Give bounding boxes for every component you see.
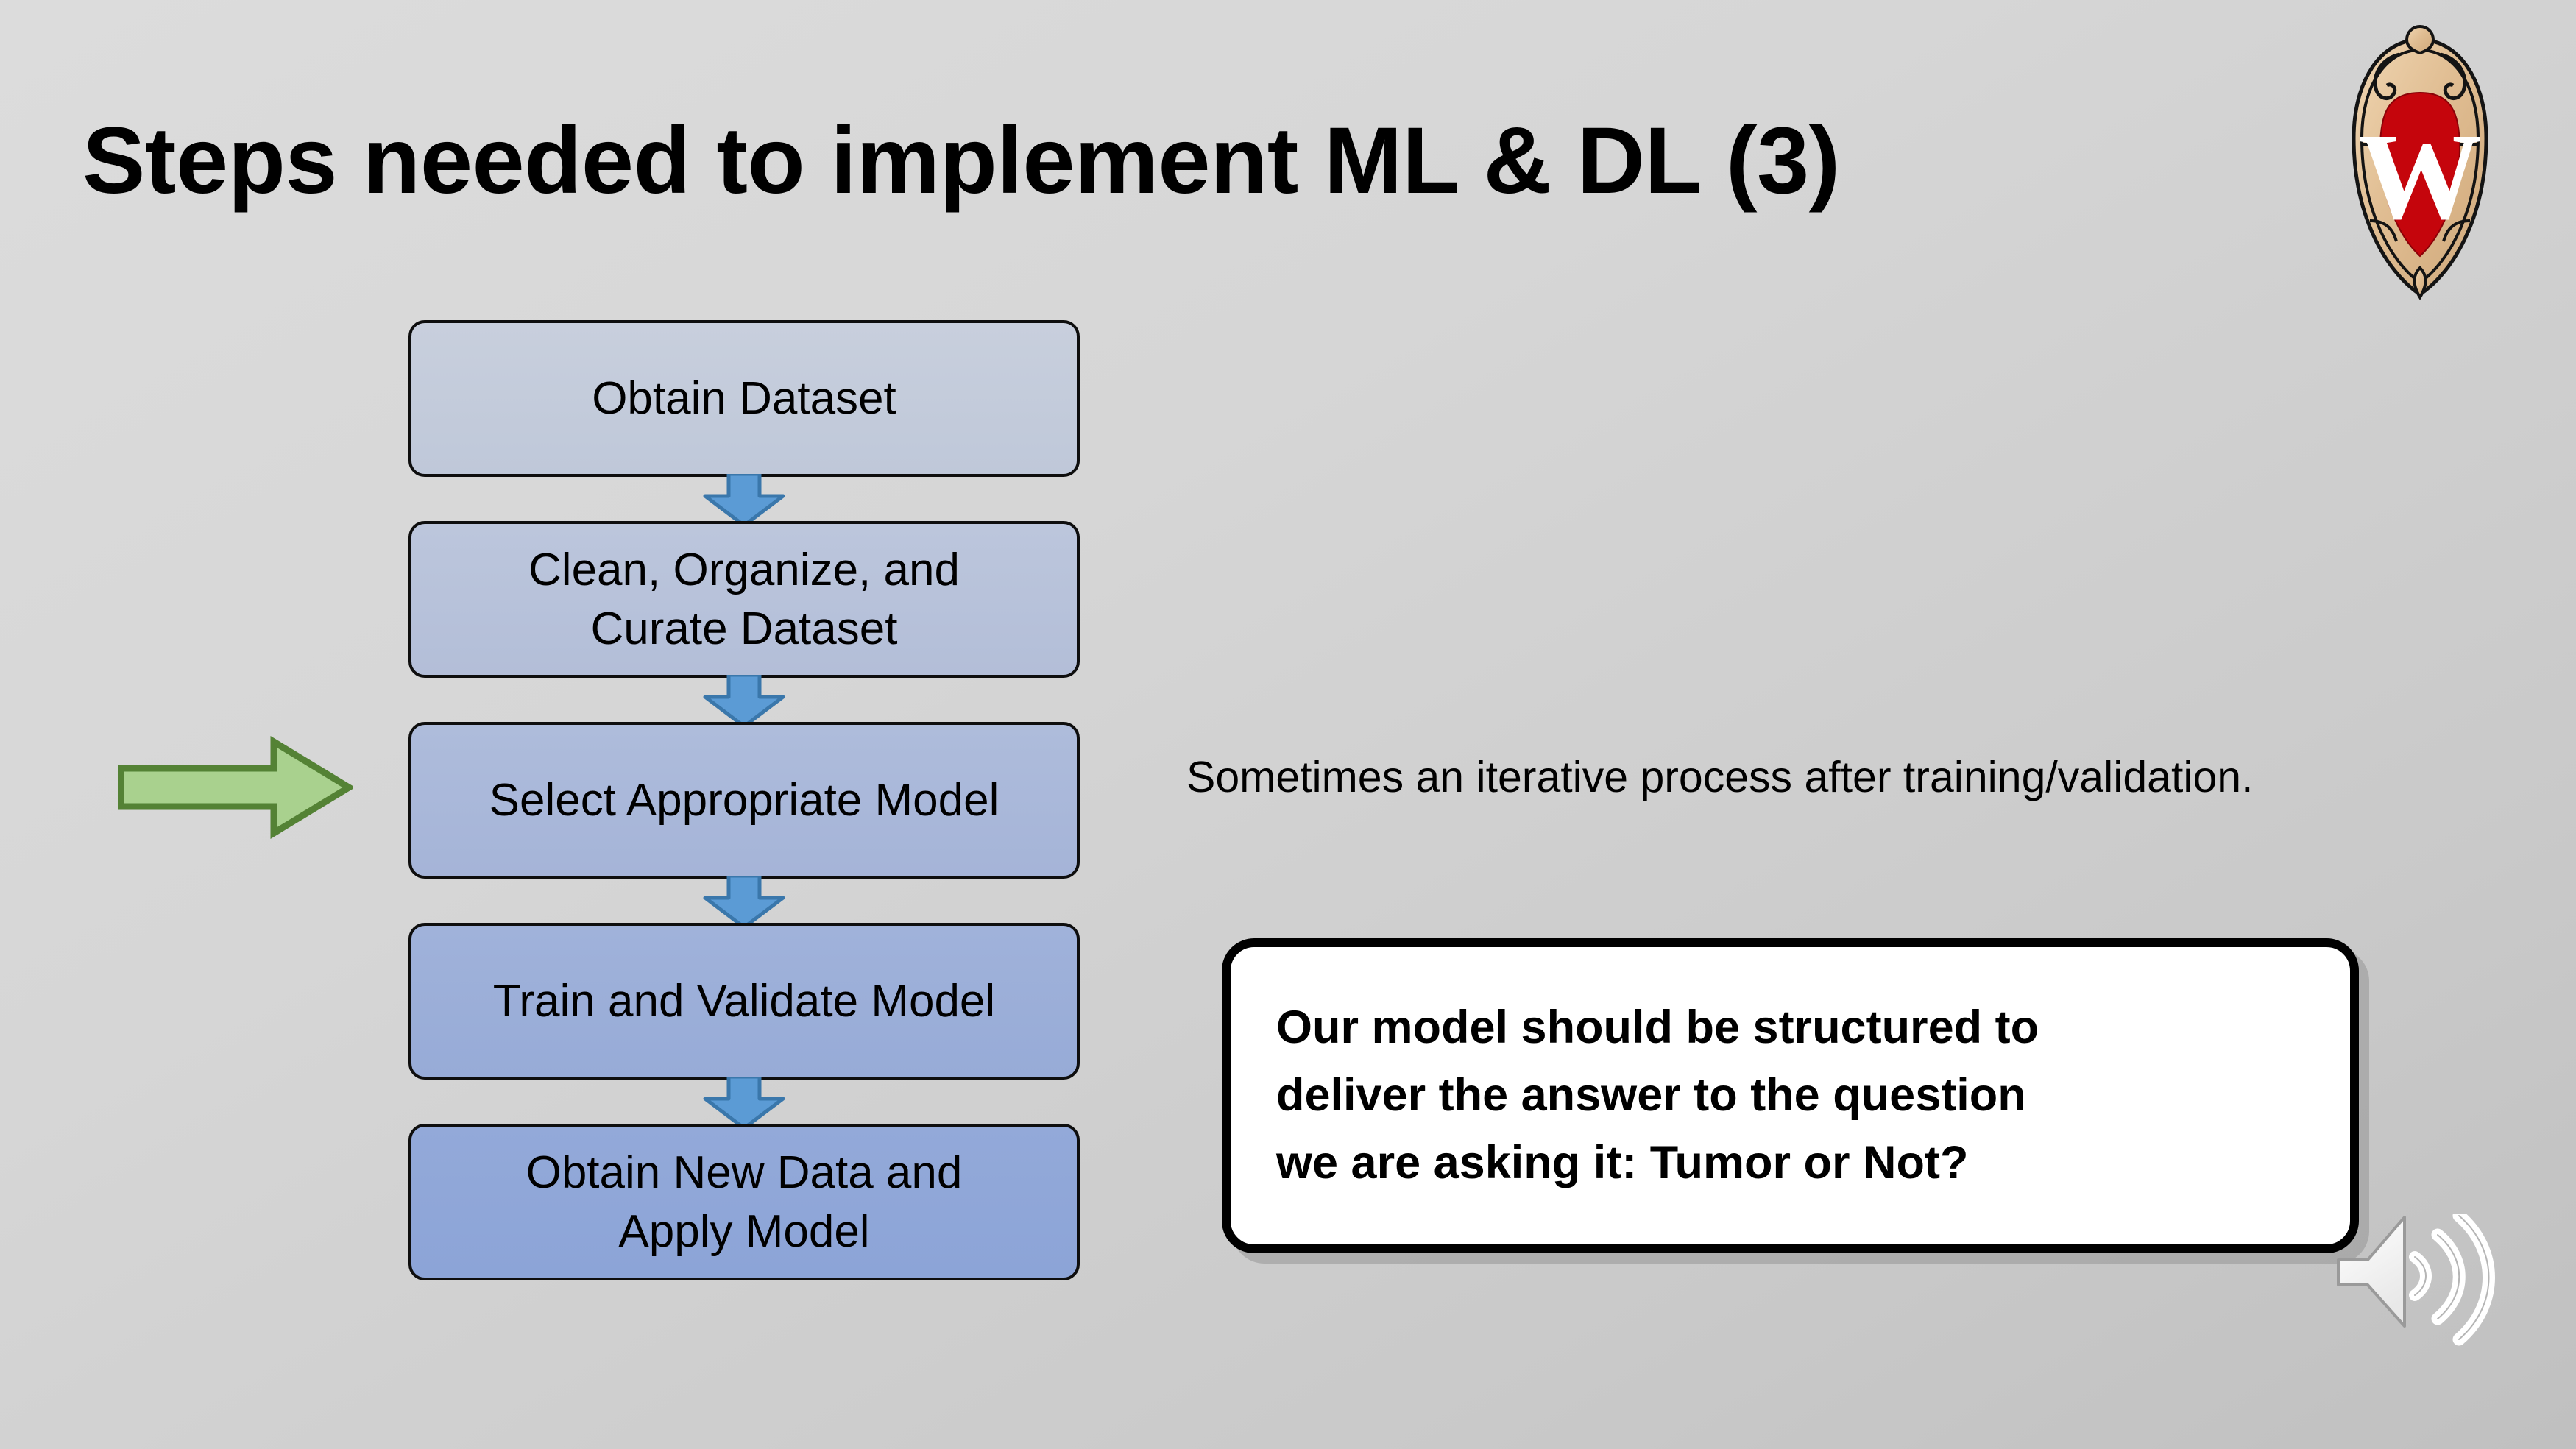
arrow-down-icon xyxy=(703,474,785,527)
green-highlight-arrow-icon xyxy=(117,735,355,840)
flow-step-label: Train and Validate Model xyxy=(492,975,996,1027)
flow-step-clean-organize-curate[interactable]: Clean, Organize, and Curate Dataset xyxy=(408,521,1080,678)
flow-step-label: Obtain Dataset xyxy=(592,372,896,424)
flow-step-obtain-new-data-apply[interactable]: Obtain New Data and Apply Model xyxy=(408,1124,1080,1280)
crest-letter: W xyxy=(2358,108,2482,245)
uw-madison-crest-icon: W xyxy=(2348,21,2492,302)
page-title: Steps needed to implement ML & DL (3) xyxy=(82,108,1840,213)
flow-step-label: Clean, Organize, and Curate Dataset xyxy=(528,545,960,654)
flow-step-label: Obtain New Data and Apply Model xyxy=(526,1147,963,1257)
flow-step-train-validate[interactable]: Train and Validate Model xyxy=(408,923,1080,1080)
connector-gap-2 xyxy=(408,675,1080,728)
flowchart: Obtain Dataset Clean, Organize, and Cura… xyxy=(408,320,1080,1280)
flow-step-label: Select Appropriate Model xyxy=(489,774,999,826)
connector-gap-3 xyxy=(408,876,1080,929)
arrow-down-icon xyxy=(703,1077,785,1130)
arrow-down-icon xyxy=(703,876,785,929)
iterative-process-note: Sometimes an iterative process after tra… xyxy=(1186,753,2254,801)
connector-gap-4 xyxy=(408,1077,1080,1130)
speaker-audio-icon[interactable] xyxy=(2322,1209,2515,1372)
flow-step-select-model[interactable]: Select Appropriate Model xyxy=(408,722,1080,879)
arrow-down-icon xyxy=(703,675,785,728)
callout-text: Our model should be structured to delive… xyxy=(1276,1002,2039,1188)
connector-gap-1 xyxy=(408,474,1080,527)
callout-box: Our model should be structured to delive… xyxy=(1222,938,2359,1253)
flow-step-obtain-dataset[interactable]: Obtain Dataset xyxy=(408,320,1080,477)
